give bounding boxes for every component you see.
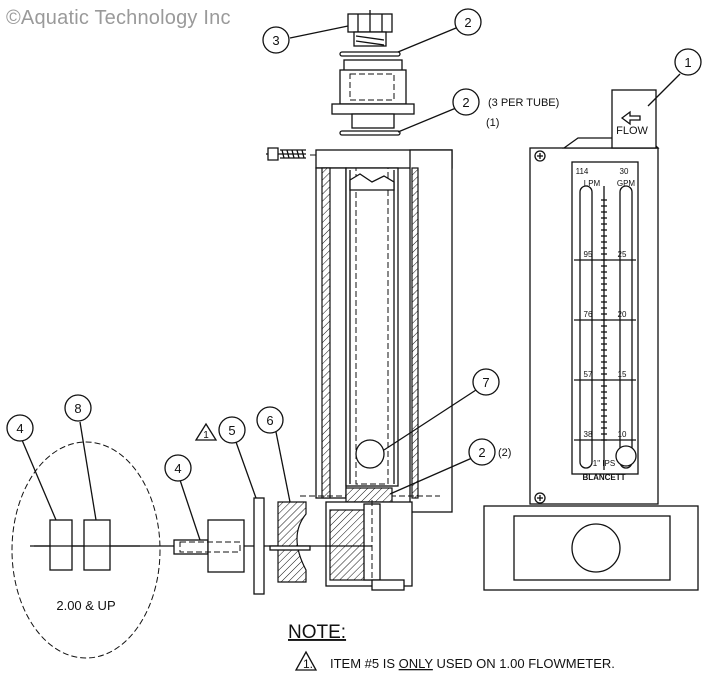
callout-3: 3 bbox=[272, 33, 279, 48]
large-size-variant: 2.00 & UP bbox=[11, 441, 161, 659]
scale-label-gpm: 15 bbox=[618, 370, 627, 379]
scale-label-gpm: 25 bbox=[618, 250, 627, 259]
callout-6: 6 bbox=[266, 413, 273, 428]
callout-2-top: 2 bbox=[464, 15, 471, 30]
gpm-unit-label: GPM bbox=[617, 179, 636, 188]
per-tube-ref: (1) bbox=[486, 117, 499, 129]
callout-7: 7 bbox=[482, 375, 489, 390]
note-block: NOTE: 1. ITEM #5 IS ONLY USED ON 1.00 FL… bbox=[288, 622, 615, 671]
scale-top-lpm: 114 bbox=[576, 167, 589, 176]
item-5-washer bbox=[253, 497, 265, 595]
scale-top-gpm: 30 bbox=[620, 167, 629, 176]
callout-8: 8 bbox=[74, 401, 81, 416]
size-range-label: 2.00 & UP bbox=[56, 598, 115, 613]
scale-label-lpm: 76 bbox=[584, 310, 593, 319]
flowmeter-front: 95 25 76 20 57 15 38 10 FLOW LPM GPM 1" IPS BLA… bbox=[483, 89, 699, 591]
callout-4-right: 4 bbox=[174, 461, 181, 476]
o-ring-mid bbox=[339, 130, 401, 136]
brand-label: BLANCETT bbox=[582, 473, 625, 482]
scale-label-lpm: 95 bbox=[584, 250, 593, 259]
note-text-emphasis: ONLY bbox=[399, 656, 434, 671]
warning-1: 1 bbox=[203, 430, 209, 441]
item-4-knob bbox=[173, 519, 245, 573]
scale-label-lpm: 57 bbox=[584, 370, 593, 379]
top-cap-fitting bbox=[347, 10, 393, 47]
callout-5: 5 bbox=[228, 423, 235, 438]
watermark: ©Aquatic Technology Inc bbox=[6, 7, 231, 29]
callout-4-left: 4 bbox=[16, 421, 23, 436]
note-title: NOTE: bbox=[288, 622, 346, 643]
callout-2-mid: 2 bbox=[462, 95, 469, 110]
scale-label-gpm: 20 bbox=[618, 310, 627, 319]
upper-housing bbox=[331, 59, 415, 129]
note-text-pre: ITEM #5 IS bbox=[330, 656, 399, 671]
top-screw bbox=[266, 147, 306, 161]
seal-ref: (2) bbox=[498, 447, 511, 459]
lpm-unit-label: LPM bbox=[584, 179, 601, 188]
callout-1: 1 bbox=[684, 55, 691, 70]
note-text: ITEM #5 IS ONLY USED ON 1.00 FLOWMETER. bbox=[330, 656, 615, 671]
scale-label-gpm: 10 bbox=[618, 430, 627, 439]
callouts: 3 2 2 (3 PER TUBE) (1) 1 7 2 (2) 6 bbox=[6, 8, 702, 541]
note-text-post: USED ON 1.00 FLOWMETER. bbox=[433, 656, 615, 671]
note-warning: 1. bbox=[303, 657, 313, 671]
per-tube-note: (3 PER TUBE) bbox=[488, 97, 559, 109]
o-ring-top bbox=[339, 51, 401, 57]
pipe-size-label: 1" IPS bbox=[593, 459, 615, 468]
valve-block bbox=[325, 500, 413, 591]
scale-label-lpm: 38 bbox=[584, 430, 593, 439]
tube-assembly bbox=[300, 149, 453, 513]
item-6-bezel bbox=[269, 501, 311, 583]
callout-2-bottom: 2 bbox=[478, 445, 485, 460]
flow-label: FLOW bbox=[616, 125, 648, 137]
